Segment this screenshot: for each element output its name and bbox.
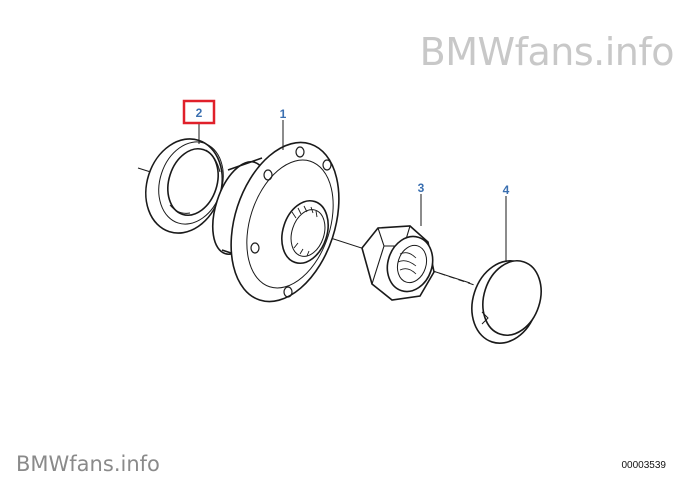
callout-label-3[interactable]: 3 [418, 181, 425, 195]
wheel-hub-part[interactable] [202, 129, 358, 316]
watermark-brand-bottom: BMWfans [16, 452, 114, 476]
callout-label-2[interactable]: 2 [196, 106, 203, 120]
callout-label-4[interactable]: 4 [503, 183, 510, 197]
watermark-tld: info [604, 30, 675, 74]
watermark-bottom: BMWfans.info [16, 452, 160, 476]
leader-lines [198, 120, 507, 262]
watermark-top: BMWfans.info [419, 30, 675, 74]
callout-label-1[interactable]: 1 [280, 107, 287, 121]
watermark-sep: . [593, 30, 605, 74]
highlight-box [182, 99, 216, 125]
watermark-tld-bottom: info [120, 452, 160, 476]
collar-nut-part[interactable] [361, 225, 440, 301]
watermark-sep-bottom: . [113, 452, 121, 476]
watermark-brand: BMWfans [419, 30, 594, 74]
dust-cap-part[interactable] [462, 252, 551, 352]
diagram-id: 00003539 [621, 460, 667, 471]
